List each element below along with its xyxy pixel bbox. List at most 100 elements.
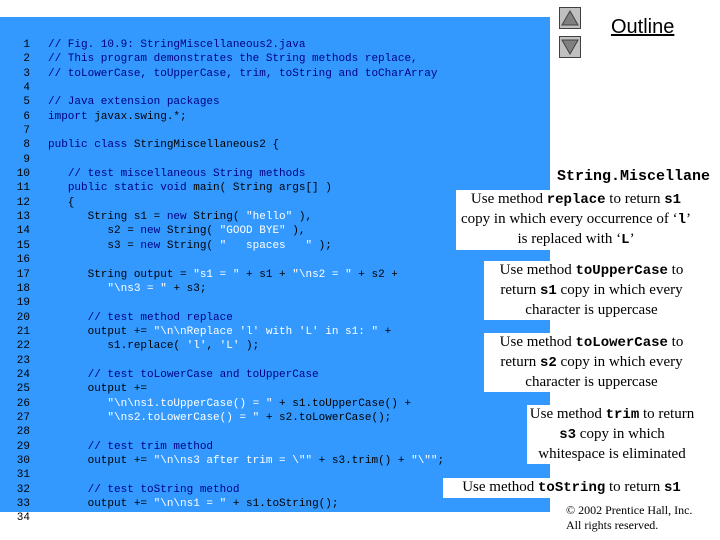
code-token: output += (48, 454, 154, 467)
copyright-line: © 2002 Prentice Hall, Inc. (566, 503, 693, 517)
code-token: // Fig. 10.9: StringMiscellaneous2.java (48, 39, 306, 51)
code-token: // Java extension packages (48, 96, 220, 109)
line-number: 4 (23, 82, 30, 95)
code-line: "\ns2.toLowerCase() = " + s2.toLowerCase… (48, 411, 444, 425)
callout-to-string: Use method toString to return s1 (443, 478, 700, 498)
line-number: 18 (16, 282, 30, 295)
code-token: ; (437, 454, 445, 467)
code-line: // test miscellaneous String methods (48, 167, 444, 181)
code-listing: // Fig. 10.9: StringMiscellaneous2.java /… (48, 38, 444, 526)
code-token: String s1 = (48, 211, 167, 224)
code-token: output += (48, 383, 148, 396)
code-line: String output = "s1 = " + s1 + "\ns2 = "… (48, 268, 444, 282)
code-line (48, 511, 444, 525)
outline-title[interactable]: Outline (611, 16, 675, 38)
line-number: 9 (23, 153, 30, 166)
code-line (48, 153, 444, 167)
line-number: 34 (16, 512, 30, 525)
code-line: // toLowerCase, toUpperCase, trim, toStr… (48, 67, 444, 81)
code-token: "GOOD BYE" (219, 225, 286, 238)
line-number: 25 (16, 383, 30, 396)
code-token: ); (239, 340, 260, 353)
code-token: // test trim method (87, 440, 214, 453)
line-number: 30 (16, 454, 30, 467)
code-token (48, 398, 107, 410)
code-line: String s1 = new String( "hello" ), (48, 210, 444, 224)
code-line: // test trim method (48, 440, 444, 454)
code-line (48, 468, 444, 482)
code-line (48, 354, 444, 368)
code-token: + s3; (166, 282, 207, 295)
code-token: new (166, 211, 194, 224)
line-number: 12 (16, 196, 30, 209)
code-token: s1.replace( (48, 340, 187, 353)
code-token: { (48, 196, 75, 209)
code-token: + s2 + (351, 268, 398, 281)
code-token: // toLowerCase, toUpperCase, trim, toStr… (48, 67, 438, 80)
line-number: 2 (23, 53, 30, 66)
code-line: s1.replace( 'l', 'L' ); (48, 339, 444, 353)
code-token: // test miscellaneous String methods (67, 168, 306, 181)
code-line (48, 296, 444, 310)
code-token: String output = (48, 268, 194, 281)
code-token: + s3.trim() + (312, 454, 412, 467)
line-number: 20 (16, 311, 30, 324)
code-token (48, 484, 88, 496)
code-line: output += "\n\ns3 after trim = \"" + s3.… (48, 454, 445, 468)
code-token (48, 369, 88, 381)
code-line: // test toLowerCase and toUpperCase (48, 368, 444, 382)
code-line: public class StringMiscellaneous2 { (48, 138, 444, 152)
code-token: main( String args[] ) (193, 182, 332, 195)
line-number: 1 (23, 39, 30, 51)
code-line: s3 = new String( " spaces " ); (48, 239, 444, 253)
code-line: // Fig. 10.9: StringMiscellaneous2.java (48, 38, 444, 52)
code-token: ), (285, 225, 306, 238)
line-number: 17 (16, 268, 30, 281)
code-token: , (206, 340, 220, 353)
code-line: "\n\ns1.toUpperCase() = " + s1.toUpperCa… (48, 397, 444, 411)
code-line: // Java extension packages (48, 95, 444, 109)
code-token: s3 = (48, 239, 141, 252)
line-number: 19 (16, 297, 30, 310)
code-line: output += "\n\nReplace 'l' with 'L' in s… (48, 325, 444, 339)
line-number: 3 (23, 67, 30, 80)
code-token: output += (48, 325, 154, 338)
code-token: "\n\ns1.toUpperCase() = " (107, 397, 273, 410)
code-token: "hello" (246, 211, 293, 224)
code-token: + s1.toString(); (226, 498, 339, 510)
code-token: " spaces " (219, 239, 313, 252)
code-token: String( (166, 225, 220, 238)
line-number: 24 (16, 368, 30, 381)
code-line (48, 253, 444, 267)
line-number: 29 (16, 440, 30, 453)
code-line: output += "\n\ns1 = " + s1.toString(); (48, 497, 444, 511)
code-token: public static void (67, 182, 194, 195)
code-line (48, 124, 444, 138)
code-token: + s2.toLowerCase(); (259, 411, 392, 424)
previous-slide-button[interactable] (559, 7, 581, 29)
callout-trim: Use method trim to return s3 copy in whi… (527, 405, 697, 464)
code-token: "\ns2.toLowerCase() = " (107, 411, 260, 424)
code-token: ), (292, 211, 313, 224)
code-token (48, 283, 107, 295)
code-token (48, 182, 68, 194)
rights-line: All rights reserved. (566, 518, 659, 532)
code-token (48, 441, 88, 453)
line-number: 32 (16, 483, 30, 496)
next-slide-button[interactable] (559, 36, 581, 58)
line-number: 23 (16, 354, 30, 367)
line-number: 28 (16, 426, 30, 439)
code-token: + s1.toUpperCase() + (272, 397, 412, 410)
code-token: public class (48, 139, 134, 152)
line-number: 26 (16, 397, 30, 410)
line-number: 21 (16, 325, 30, 338)
code-token: 'l' (186, 340, 207, 353)
line-number: 31 (16, 469, 30, 482)
code-token: 'L' (219, 340, 240, 353)
triangle-down-icon (561, 39, 579, 56)
code-token (48, 168, 68, 180)
code-token: "\n\ns1 = " (153, 498, 227, 510)
line-number: 5 (23, 96, 30, 109)
line-number: 7 (23, 125, 30, 138)
